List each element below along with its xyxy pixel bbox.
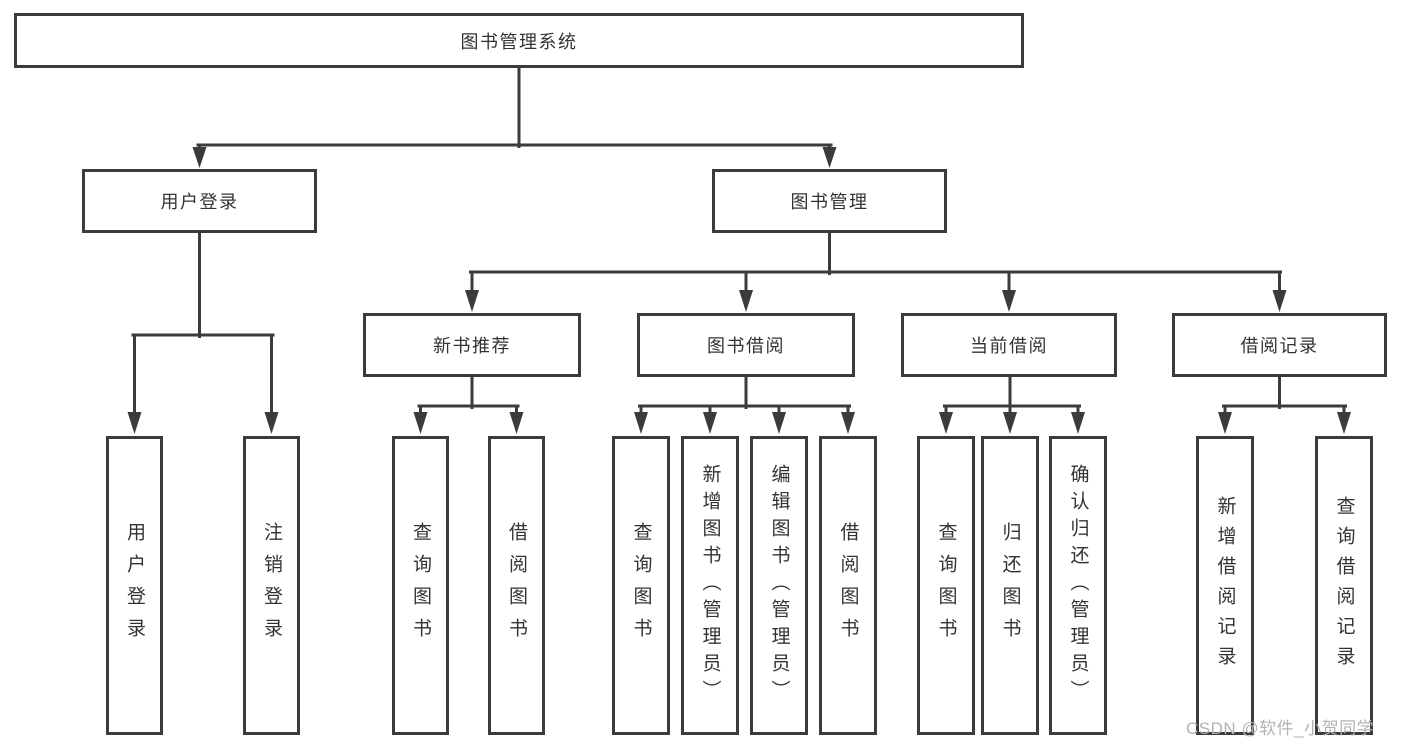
node-label: 用户登录: [124, 521, 145, 650]
node-label: 用户登录: [160, 192, 239, 212]
leaf-query-books-current: 查询图书: [917, 436, 975, 735]
node-label: 借阅记录: [1240, 336, 1319, 356]
node-label: 查询图书: [410, 521, 431, 650]
leaf-return-books: 归还图书: [981, 436, 1039, 735]
watermark: CSDN @软件_小贺同学: [1186, 719, 1375, 738]
leaf-add-books-admin: 新增图书（管理员）: [681, 436, 739, 735]
leaf-borrow-books-recommend: 借阅图书: [488, 436, 545, 735]
leaf-query-borrow-record: 查询借阅记录: [1315, 436, 1373, 735]
node-label: 确认归还（管理员）: [1067, 464, 1089, 707]
node-label: 图书管理: [790, 192, 869, 212]
leaf-query-books-borrowing: 查询图书: [612, 436, 670, 735]
node-new-book-recommend: 新书推荐: [363, 313, 581, 377]
node-label: 借阅图书: [506, 521, 527, 650]
node-label: 查询图书: [630, 521, 652, 650]
node-label: 编辑图书（管理员）: [768, 464, 790, 707]
leaf-confirm-return-admin: 确认归还（管理员）: [1049, 436, 1107, 735]
node-user-login: 用户登录: [82, 169, 317, 233]
node-label: 图书管理系统: [460, 31, 578, 52]
node-label: 归还图书: [999, 521, 1021, 650]
node-label: 当前借阅: [970, 336, 1048, 356]
node-book-management: 图书管理: [712, 169, 947, 233]
node-label: 新增图书（管理员）: [699, 464, 721, 707]
node-label: 查询图书: [935, 521, 957, 650]
leaf-user-login: 用户登录: [106, 436, 163, 735]
node-label: 图书借阅: [707, 336, 785, 356]
leaf-query-books-recommend: 查询图书: [392, 436, 449, 735]
node-library-management-system: 图书管理系统: [14, 13, 1024, 68]
leaf-edit-books-admin: 编辑图书（管理员）: [750, 436, 808, 735]
leaf-logout-login: 注销登录: [243, 436, 300, 735]
node-borrowing-records: 借阅记录: [1172, 313, 1387, 377]
node-label: 新增借阅记录: [1214, 495, 1236, 676]
node-book-borrowing: 图书借阅: [637, 313, 855, 377]
node-label: 新书推荐: [433, 336, 511, 356]
node-label: 借阅图书: [837, 521, 859, 650]
node-label: 查询借阅记录: [1333, 495, 1355, 676]
node-label: 注销登录: [261, 521, 282, 650]
node-current-borrowing: 当前借阅: [901, 313, 1117, 377]
leaf-add-borrow-record: 新增借阅记录: [1196, 436, 1254, 735]
leaf-borrow-books: 借阅图书: [819, 436, 877, 735]
